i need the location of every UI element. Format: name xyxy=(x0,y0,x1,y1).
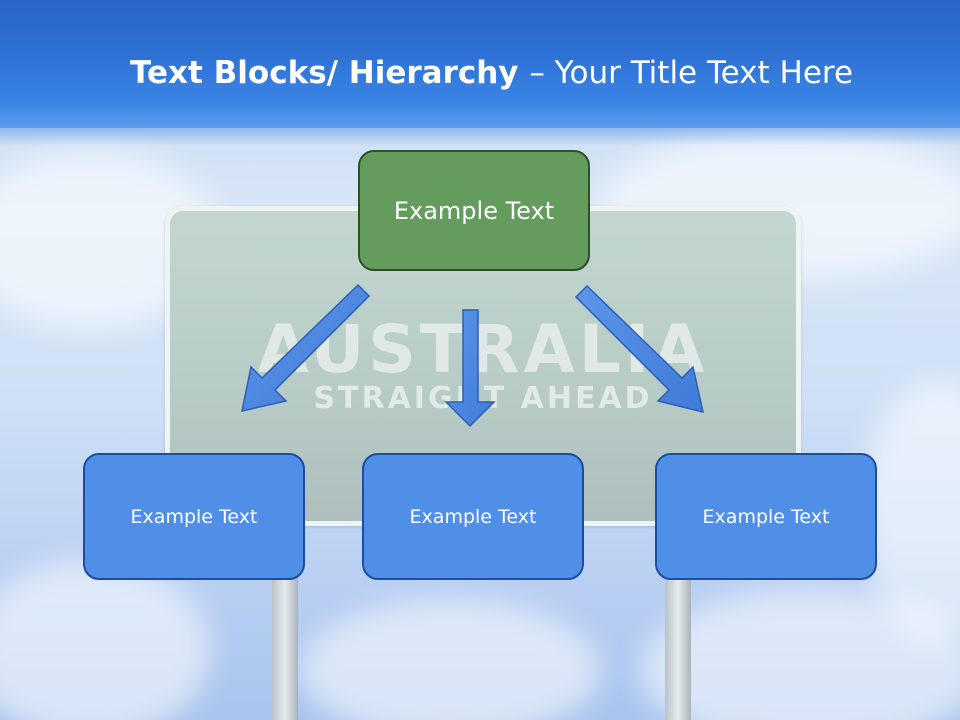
cloud xyxy=(300,600,600,720)
top-text-block[interactable]: Example Text xyxy=(358,150,590,271)
child-text-block-right[interactable]: Example Text xyxy=(655,453,877,580)
arrow-down-icon xyxy=(444,309,496,428)
slide-title: Text Blocks/ Hierarchy – Your Title Text… xyxy=(130,55,853,91)
cloud xyxy=(640,590,960,720)
arrow-right-icon xyxy=(574,284,704,414)
child-text-block-center[interactable]: Example Text xyxy=(362,453,584,580)
cloud xyxy=(0,560,210,720)
title-light: – Your Title Text Here xyxy=(529,55,854,91)
header-bar: Text Blocks/ Hierarchy – Your Title Text… xyxy=(0,0,960,146)
child-text-block-left[interactable]: Example Text xyxy=(83,453,305,580)
title-bold: Text Blocks/ Hierarchy xyxy=(130,55,519,91)
arrow-left-icon xyxy=(241,283,371,412)
